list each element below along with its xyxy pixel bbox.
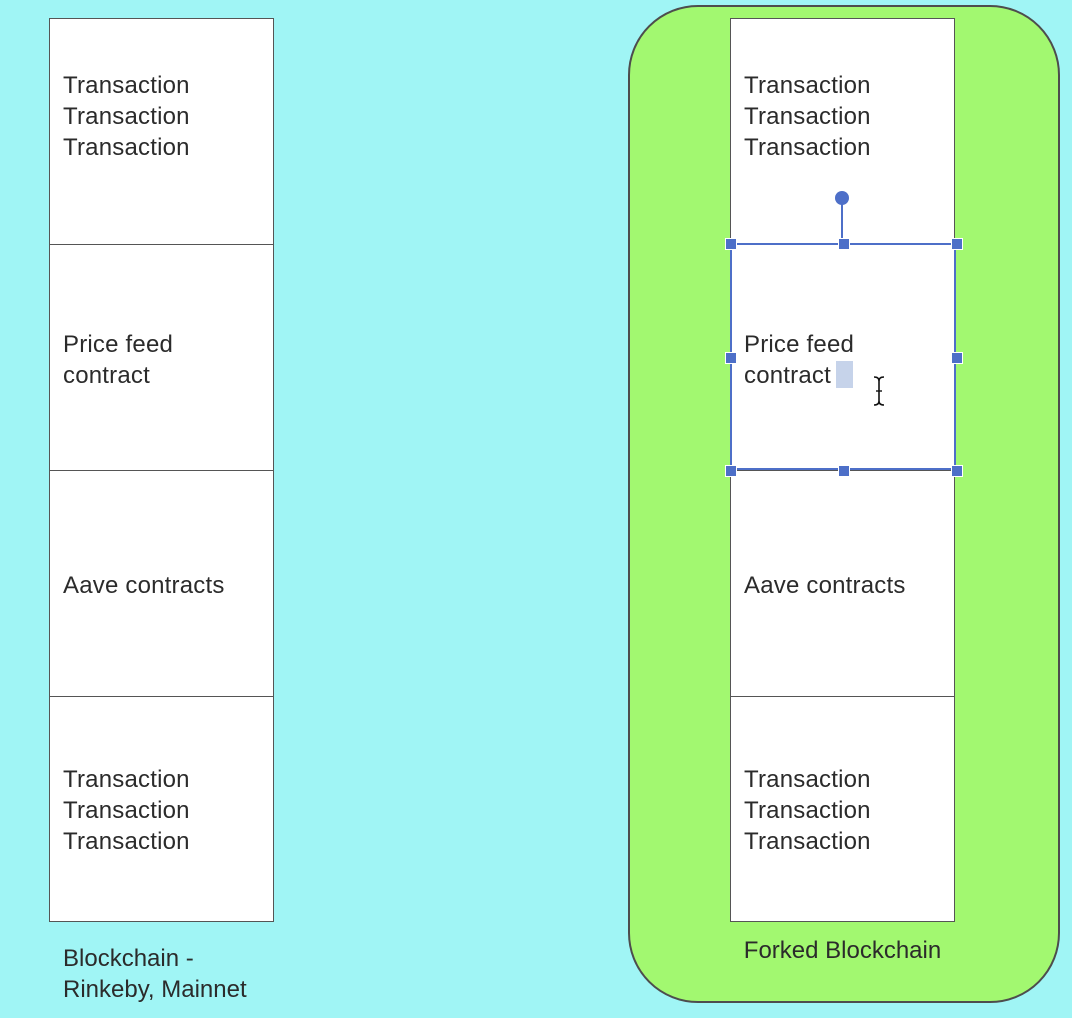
forked-block-transactions-top[interactable]: Transaction Transaction Transaction — [731, 19, 954, 245]
block-label: Transaction Transaction Transaction — [744, 72, 871, 161]
block-label: Price feed contract — [744, 331, 855, 389]
blockchain-column: Transaction Transaction Transaction Pric… — [49, 18, 274, 922]
block-price-feed-contract[interactable]: Price feed contract — [50, 245, 273, 471]
forked-blockchain-column: Transaction Transaction Transaction Pric… — [730, 18, 955, 922]
resize-handle-top-right[interactable] — [951, 238, 963, 250]
text-selection-highlight — [836, 361, 853, 388]
rotate-stem — [841, 204, 843, 238]
block-label: Transaction Transaction Transaction — [744, 766, 871, 855]
resize-handle-top-left[interactable] — [725, 238, 737, 250]
resize-handle-left[interactable] — [725, 352, 737, 364]
block-transactions-bottom[interactable]: Transaction Transaction Transaction — [50, 697, 273, 923]
block-label: Aave contracts — [63, 572, 225, 599]
block-label: Aave contracts — [744, 572, 906, 599]
forked-block-aave-contracts[interactable]: Aave contracts — [731, 471, 954, 697]
forked-block-transactions-bottom[interactable]: Transaction Transaction Transaction — [731, 697, 954, 923]
block-transactions-top[interactable]: Transaction Transaction Transaction — [50, 19, 273, 245]
resize-handle-right[interactable] — [951, 352, 963, 364]
blockchain-caption: Blockchain - Rinkeby, Mainnet — [63, 945, 247, 1003]
resize-handle-bottom[interactable] — [838, 465, 850, 477]
rotate-handle[interactable] — [835, 191, 849, 205]
resize-handle-bottom-left[interactable] — [725, 465, 737, 477]
block-label: Transaction Transaction Transaction — [63, 72, 190, 161]
resize-handle-bottom-right[interactable] — [951, 465, 963, 477]
forked-blockchain-caption: Forked Blockchain — [743, 937, 942, 964]
block-aave-contracts[interactable]: Aave contracts — [50, 471, 273, 697]
forked-block-price-feed-contract[interactable]: Price feed contract — [731, 245, 954, 471]
text-cursor-icon — [873, 376, 885, 406]
resize-handle-top[interactable] — [838, 238, 850, 250]
block-label: Price feed contract — [63, 331, 174, 389]
block-label: Transaction Transaction Transaction — [63, 766, 190, 855]
